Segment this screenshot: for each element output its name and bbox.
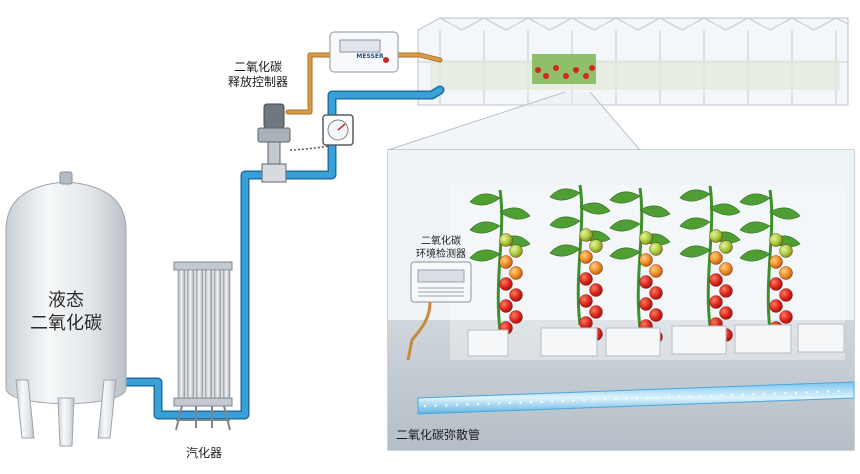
tomato-leaf <box>579 202 611 215</box>
tomato-fruit <box>779 244 793 258</box>
tomato-fruit <box>649 264 663 278</box>
tomato-fruit <box>649 286 663 300</box>
tank-label: 液态 二氧化碳 <box>6 290 126 335</box>
tomato-fruit <box>639 253 653 267</box>
vaporizer <box>173 261 233 431</box>
tomato-fruit <box>719 306 733 320</box>
greenhouse <box>417 17 849 106</box>
tomato-leaf <box>469 193 501 206</box>
tomato-fruit <box>769 255 783 269</box>
tomato-fruit <box>499 299 513 313</box>
tomato-leaf <box>679 189 711 202</box>
tomato-plant <box>679 185 741 342</box>
controller-label-line-1: 二氧化碳 <box>233 60 282 74</box>
tomato-leaf <box>679 217 711 230</box>
tomato-fruit <box>509 310 523 324</box>
tomato-fruit <box>719 284 733 298</box>
tomato-fruit <box>499 277 513 291</box>
liquid-co2-tank <box>5 171 127 447</box>
vaporizer-fin <box>195 269 204 399</box>
controller-label: 二氧化碳 释放控制器 <box>208 60 308 90</box>
flow-meter <box>322 114 354 146</box>
tomato-plant <box>609 187 671 344</box>
tomato-leaf <box>469 221 501 234</box>
tomato-leaf <box>639 205 671 218</box>
tomato-fruit <box>769 277 783 291</box>
tomato-leaf <box>549 244 581 257</box>
co2-pipeline <box>115 52 445 420</box>
tomato-fruit <box>649 242 663 256</box>
tomato-fruit <box>579 228 593 242</box>
monitor-label-line-2: 环境检测器 <box>416 248 466 260</box>
planter-boxes <box>467 323 845 357</box>
vaporizer-fin <box>186 269 195 399</box>
co2-release-controller <box>329 31 399 73</box>
tomato-fruit <box>719 240 733 254</box>
tomato-fruit <box>709 295 723 309</box>
tomato-fruit <box>509 244 523 258</box>
greenhouse-tomato-rows <box>532 54 596 84</box>
vaporizer-fin <box>222 269 231 399</box>
tomato-fruit <box>499 233 513 247</box>
tomato-leaf <box>769 207 801 220</box>
tomato-fruit <box>709 273 723 287</box>
tomato-leaf <box>709 203 741 216</box>
tomato-fruit <box>589 261 603 275</box>
tomato-leaf <box>609 247 641 260</box>
tomato-fruit <box>589 239 603 253</box>
tomato-fruit <box>509 266 523 280</box>
co2-diffuser-pipe <box>417 381 855 415</box>
solenoid-valve <box>257 103 331 183</box>
tomato-fruit <box>649 308 663 322</box>
tomato-fruit <box>639 231 653 245</box>
tomato-leaf <box>609 219 641 232</box>
tomato-plant <box>549 184 611 341</box>
tomato-fruit <box>499 255 513 269</box>
tomato-leaf <box>739 193 771 206</box>
vaporizer-label: 汽化器 <box>185 446 222 460</box>
tomato-fruit <box>769 299 783 313</box>
vaporizer-fin <box>213 269 222 399</box>
tomato-fruit <box>639 275 653 289</box>
tomato-fruit <box>509 288 523 302</box>
tomato-fruit <box>579 272 593 286</box>
tomato-fruit <box>769 233 783 247</box>
tomato-leaf <box>739 221 771 234</box>
tomato-fruit <box>709 229 723 243</box>
controller-label-line-2: 释放控制器 <box>227 75 288 89</box>
tomato-plants <box>469 184 801 344</box>
tomato-leaf <box>499 207 531 220</box>
tomato-fruit <box>579 294 593 308</box>
vaporizer-fin <box>177 269 186 399</box>
tomato-fruit <box>779 266 793 280</box>
tomato-fruit <box>719 262 733 276</box>
tomato-leaf <box>739 249 771 262</box>
tomato-fruit <box>779 310 793 324</box>
tomato-leaf <box>549 216 581 229</box>
tomato-fruit <box>709 251 723 265</box>
tomato-fruit <box>639 297 653 311</box>
co2-monitor-device <box>406 261 472 361</box>
zoom-connector <box>387 91 641 151</box>
tomato-plant <box>469 189 531 335</box>
tomato-fruit <box>579 250 593 264</box>
diffuser-label: 二氧化碳弥散管 <box>396 428 481 442</box>
brand-logo: MESSER <box>356 53 384 60</box>
monitor-label: 二氧化碳 环境检测器 <box>404 236 478 261</box>
tank-label-line-1: 液态 <box>48 290 84 311</box>
tomato-leaf <box>609 191 641 204</box>
monitor-label-line-1: 二氧化碳 <box>421 236 461 247</box>
tomato-fruit <box>589 305 603 319</box>
tomato-leaf <box>679 245 711 258</box>
tomato-leaf <box>549 188 581 201</box>
tomato-leaf <box>469 249 501 262</box>
tomato-fruit <box>779 288 793 302</box>
tank-label-line-2: 二氧化碳 <box>30 312 102 334</box>
vaporizer-fin <box>204 269 213 399</box>
tomato-fruit <box>589 283 603 297</box>
